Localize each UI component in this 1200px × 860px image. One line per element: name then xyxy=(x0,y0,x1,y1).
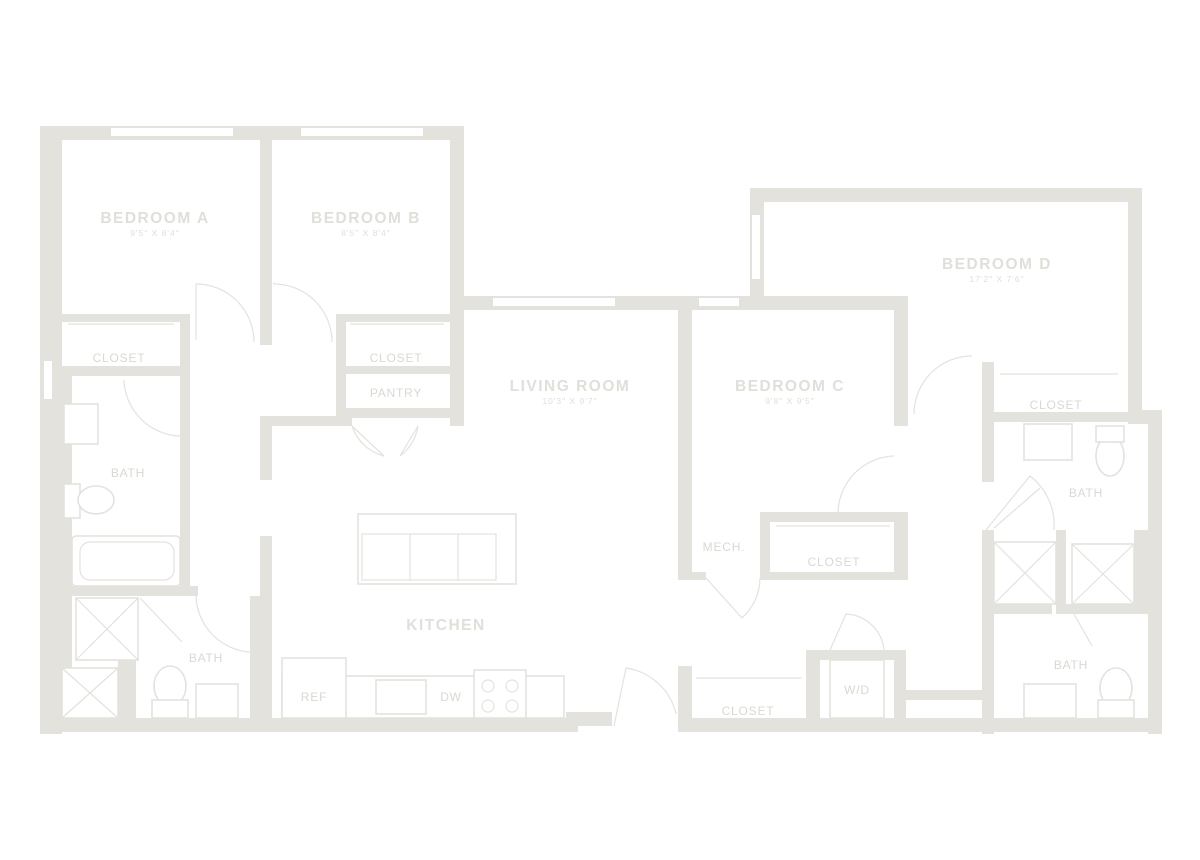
closet-b-label: CLOSET xyxy=(370,351,423,365)
bath-c-label: BATH xyxy=(1054,658,1088,672)
bedroom-c-label: BEDROOM C xyxy=(735,378,845,395)
living-room-dims: 10'3" X 9'7" xyxy=(542,396,597,406)
bedroom-d-dims: 17'2" X 7'6" xyxy=(969,274,1024,284)
bedroom-c-dims: 9'8" X 9'5" xyxy=(765,396,815,406)
room-labels: BEDROOM A 9'5" X 8'4" BEDROOM B 8'5" X 8… xyxy=(100,210,1052,634)
sink-icon-4 xyxy=(1023,683,1077,719)
bedroom-a-label: BEDROOM A xyxy=(100,210,209,227)
range-icon xyxy=(473,669,527,719)
small-labels: CLOSET CLOSET PANTRY BATH BATH CLOSET BA… xyxy=(93,351,1103,718)
kitchen-island xyxy=(357,513,517,585)
doors xyxy=(123,282,1093,727)
kitchen-sink xyxy=(375,679,427,715)
washer-dryer xyxy=(829,659,885,719)
sink-icon-3 xyxy=(1023,423,1073,461)
bedroom-b-dims: 8'5" X 8'4" xyxy=(341,228,391,238)
sink-icon xyxy=(63,403,99,445)
bathtub-icon xyxy=(71,535,181,587)
dw-label: DW xyxy=(440,690,462,704)
ref-label: REF xyxy=(301,690,327,704)
closet-hall-label: CLOSET xyxy=(722,704,775,718)
closet-c-label: CLOSET xyxy=(808,555,861,569)
refrigerator xyxy=(281,657,347,719)
windows xyxy=(42,126,762,401)
fixtures xyxy=(61,403,1135,719)
wd-label: W/D xyxy=(844,683,870,697)
bath-a-label: BATH xyxy=(111,466,145,480)
pantry-label: PANTRY xyxy=(370,386,422,400)
sink-icon-2 xyxy=(195,683,239,719)
walls xyxy=(40,126,1162,734)
bedroom-b-label: BEDROOM B xyxy=(311,210,421,227)
closet-shelves xyxy=(68,323,1118,679)
bedroom-a-dims: 9'5" X 8'4" xyxy=(130,228,180,238)
bath-b-label: BATH xyxy=(189,651,223,665)
bath-d-label: BATH xyxy=(1069,486,1103,500)
closet-a-label: CLOSET xyxy=(93,351,146,365)
kitchen-label: KITCHEN xyxy=(406,617,485,634)
closet-d-label: CLOSET xyxy=(1030,398,1083,412)
living-room-label: LIVING ROOM xyxy=(510,378,631,395)
bedroom-d-label: BEDROOM D xyxy=(942,256,1052,273)
mech-label: MECH. xyxy=(703,540,746,554)
